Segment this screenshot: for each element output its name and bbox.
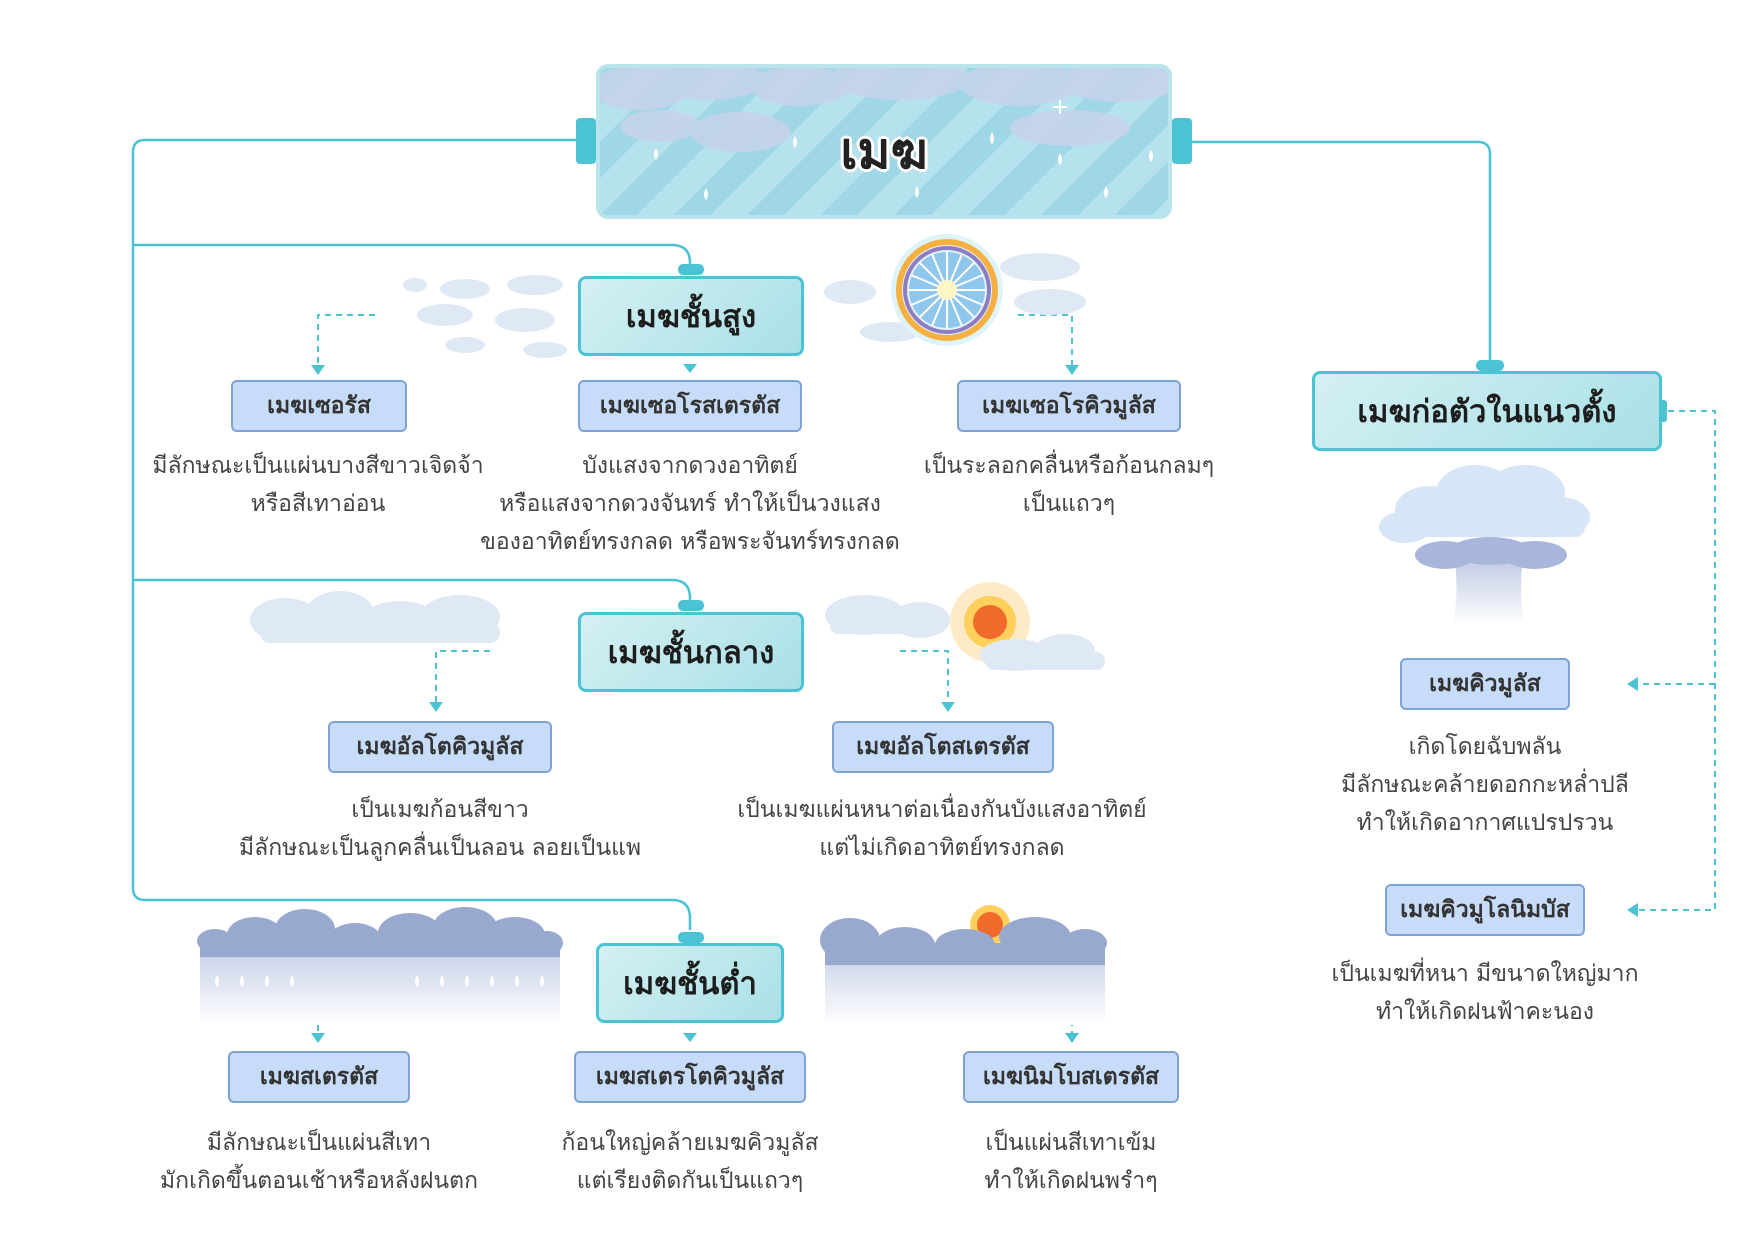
nimbostratus-icon — [820, 905, 1107, 1025]
cloud-cumulus[interactable]: เมฆคิวมูลัส — [1400, 658, 1570, 710]
cumulonimbus-icon — [1379, 465, 1590, 625]
cloud-stratocumulus[interactable]: เมฆสเตรโตคิวมูลัส — [574, 1051, 806, 1103]
desc-stratus: มีลักษณะเป็นแผ่นสีเทา มักเกิดขึ้นตอนเช้า… — [160, 1130, 478, 1194]
desc-altostratus: เป็นเมฆแผ่นหนาต่อเนื่องกันบังแสงอาทิตย์ … — [737, 797, 1147, 861]
desc-cumulus: เกิดโดยฉับพลัน มีลักษณะคล้ายดอกกะหล่ำปลี… — [1341, 734, 1629, 836]
title-right-tab — [1172, 118, 1192, 164]
sun-icon — [825, 582, 1105, 671]
desc-altocumulus: เป็นเมฆก้อนสีขาว มีลักษณะเป็นลูกคลื่นเป็… — [238, 797, 642, 861]
level-middle[interactable]: เมฆชั้นกลาง — [578, 612, 804, 692]
altocumulus-clouds-icon — [250, 591, 500, 643]
stratus-rain-icon — [197, 907, 563, 1025]
cirrus-clouds-icon — [403, 275, 567, 358]
level-high[interactable]: เมฆชั้นสูง — [578, 276, 804, 356]
cloud-cumulonimbus[interactable]: เมฆคิวมูโลนิมบัส — [1385, 884, 1585, 936]
halo-sun-icon — [824, 234, 1086, 346]
desc-nimbostratus: เป็นแผ่นสีเทาเข้ม ทำให้เกิดฝนพรำๆ — [984, 1130, 1158, 1194]
cloud-cirrus[interactable]: เมฆเซอรัส — [231, 380, 407, 432]
level-low[interactable]: เมฆชั้นต่ำ — [596, 943, 784, 1023]
rain-cloud-icon — [600, 68, 1168, 200]
level-vertical[interactable]: เมฆก่อตัวในแนวตั้ง — [1312, 371, 1662, 451]
page-title: เมฆ — [840, 122, 928, 180]
cloud-cirrocumulus[interactable]: เมฆเซอโรคิวมูลัส — [957, 380, 1181, 432]
cloud-altocumulus[interactable]: เมฆอัลโตคิวมูลัส — [328, 721, 552, 773]
desc-stratocumulus: ก้อนใหญ่คล้ายเมฆคิวมูลัส แต่เรียงติดกันเ… — [561, 1130, 819, 1194]
title-box: เมฆ — [596, 64, 1172, 219]
title-left-tab — [576, 118, 596, 164]
cloud-altostratus[interactable]: เมฆอัลโตสเตรตัส — [832, 721, 1054, 773]
desc-cirrostratus: บังแสงจากดวงอาทิตย์ หรือแสงจากดวงจันทร์ … — [480, 453, 900, 555]
desc-cirrus: มีลักษณะเป็นแผ่นบางสีขาวเจิดจ้า หรือสีเท… — [152, 453, 484, 517]
desc-cumulonimbus: เป็นเมฆที่หนา มีขนาดใหญ่มาก ทำให้เกิดฝนฟ… — [1331, 961, 1639, 1025]
cloud-cirrostratus[interactable]: เมฆเซอโรสเตรตัส — [578, 380, 802, 432]
desc-cirrocumulus: เป็นระลอกคลื่นหรือก้อนกลมๆ เป็นแถวๆ — [923, 453, 1215, 517]
cloud-nimbostratus[interactable]: เมฆนิมโบสเตรตัส — [963, 1051, 1179, 1103]
cloud-stratus[interactable]: เมฆสเตรตัส — [228, 1051, 410, 1103]
